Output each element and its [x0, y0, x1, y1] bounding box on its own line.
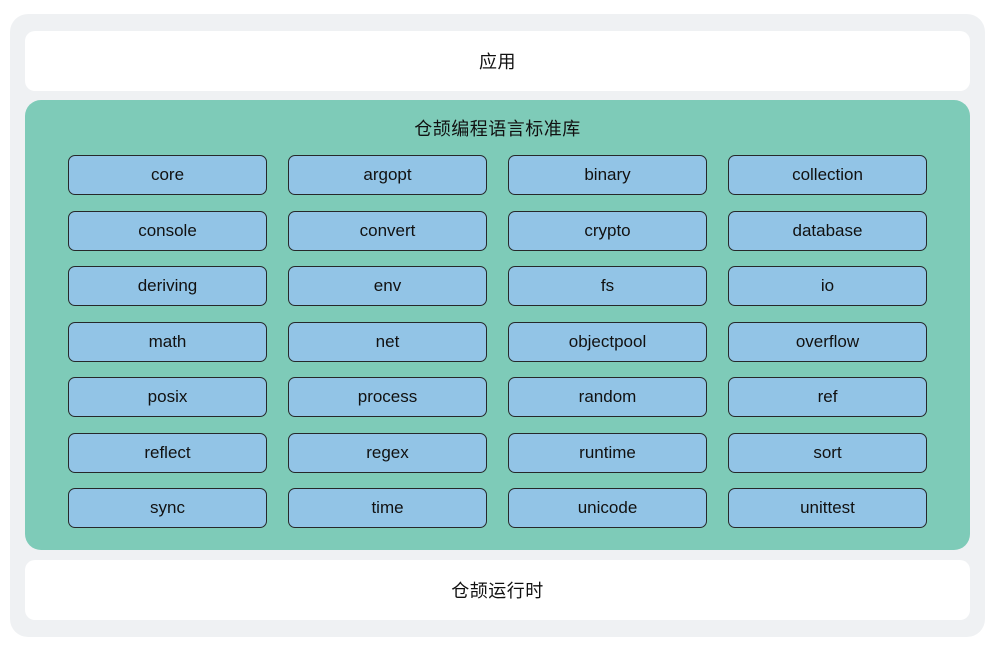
- module-box-time: time: [288, 488, 487, 528]
- module-label: deriving: [137, 276, 198, 295]
- module-label: fs: [600, 276, 615, 295]
- module-label: regex: [366, 442, 409, 462]
- module-label: runtime: [579, 442, 636, 462]
- module-box-database: database: [728, 210, 927, 251]
- stdlib-title: 仓颉编程语言标准库: [414, 118, 581, 139]
- module-label: io: [820, 276, 835, 295]
- module-box-overflow: overflow: [728, 321, 927, 362]
- module-label: core: [150, 165, 185, 184]
- module-box-convert: convert: [288, 210, 487, 251]
- module-label: net: [375, 331, 400, 351]
- module-label: overflow: [795, 331, 860, 351]
- module-box-fs: fs: [508, 266, 707, 306]
- module-label: process: [357, 387, 418, 406]
- module-box-env: env: [288, 266, 487, 306]
- module-box-collection: collection: [728, 155, 927, 195]
- module-label: unittest: [800, 498, 855, 517]
- module-box-math: math: [68, 321, 267, 362]
- module-box-crypto: crypto: [508, 210, 707, 251]
- module-label: random: [578, 387, 637, 406]
- application-layer: 应用: [25, 31, 970, 91]
- module-box-deriving: deriving: [68, 266, 267, 306]
- module-label: crypto: [584, 220, 631, 240]
- module-box-random: random: [508, 377, 707, 417]
- stdlib-container: 仓颉编程语言标准库 core argopt binary collection cons…: [25, 100, 970, 550]
- module-box-argopt: argopt: [288, 155, 487, 195]
- module-box-ref: ref: [728, 377, 927, 417]
- module-label: sort: [813, 442, 842, 462]
- module-grid: core argopt binary collection console convert…: [25, 155, 970, 528]
- module-label: time: [371, 498, 404, 517]
- module-box-io: io: [728, 266, 927, 306]
- module-box-objectpool: objectpool: [508, 321, 707, 362]
- module-label: reflect: [144, 442, 191, 462]
- module-box-sync: sync: [68, 488, 267, 528]
- module-box-runtime: runtime: [508, 432, 707, 473]
- module-label: env: [373, 276, 402, 295]
- module-label: convert: [359, 220, 416, 240]
- module-label: posix: [147, 387, 188, 406]
- module-box-reflect: reflect: [68, 432, 267, 473]
- module-label: binary: [584, 165, 631, 184]
- module-label: collection: [792, 165, 863, 184]
- runtime-layer: 仓颉运行时: [25, 560, 970, 620]
- module-label: objectpool: [568, 331, 647, 351]
- module-box-unicode: unicode: [508, 488, 707, 528]
- module-box-net: net: [288, 321, 487, 362]
- module-label: database: [792, 220, 863, 240]
- module-label: unicode: [577, 498, 638, 517]
- module-label: argopt: [363, 165, 412, 184]
- module-label: ref: [817, 387, 838, 406]
- module-label: console: [138, 220, 197, 240]
- module-box-console: console: [68, 210, 267, 251]
- application-layer-label: 应用: [479, 52, 516, 72]
- module-box-process: process: [288, 377, 487, 417]
- module-box-regex: regex: [288, 432, 487, 473]
- module-label: math: [148, 331, 187, 351]
- module-box-sort: sort: [728, 432, 927, 473]
- module-box-core: core: [68, 155, 267, 195]
- module-label: sync: [150, 498, 185, 517]
- runtime-layer-label: 仓颉运行时: [451, 581, 544, 601]
- module-box-posix: posix: [68, 377, 267, 417]
- module-box-binary: binary: [508, 155, 707, 195]
- module-box-unittest: unittest: [728, 488, 927, 528]
